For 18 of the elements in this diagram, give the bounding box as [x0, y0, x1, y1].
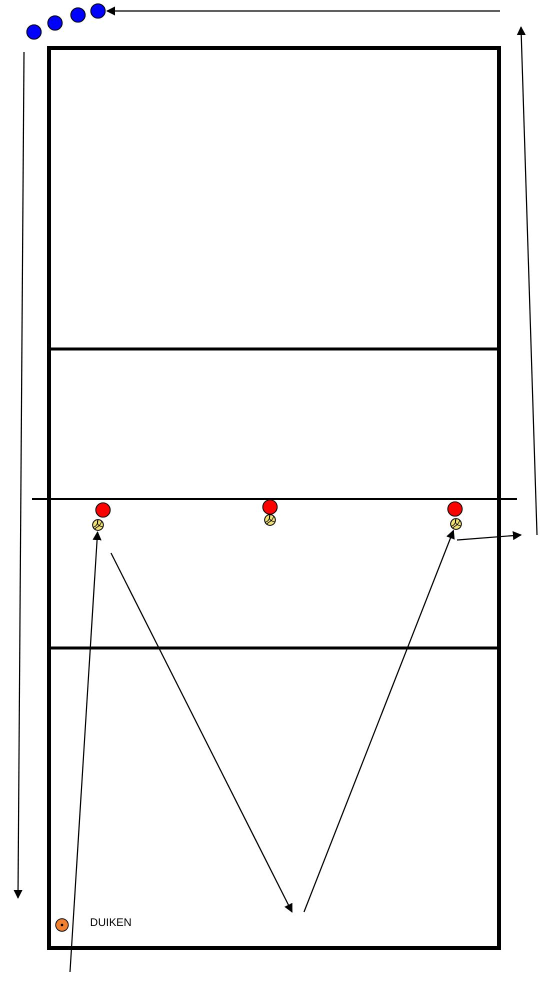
player-circle [47, 15, 63, 31]
player-circle [447, 501, 463, 517]
volleyball-icon [264, 514, 276, 526]
drill-label: DUIKEN [90, 917, 132, 929]
arrow [303, 530, 455, 912]
player-circle [70, 7, 86, 23]
player-circle [262, 499, 278, 515]
arrow [110, 552, 293, 913]
player-circle [26, 24, 42, 40]
arrow [69, 531, 102, 972]
volleyball-icon [450, 518, 462, 530]
player-circle [95, 502, 111, 518]
volleyball-icon [92, 519, 104, 531]
arrow [14, 52, 25, 899]
cone-marker [55, 918, 69, 932]
arrow [456, 531, 522, 541]
arrow [106, 6, 500, 16]
player-circle [90, 3, 106, 19]
